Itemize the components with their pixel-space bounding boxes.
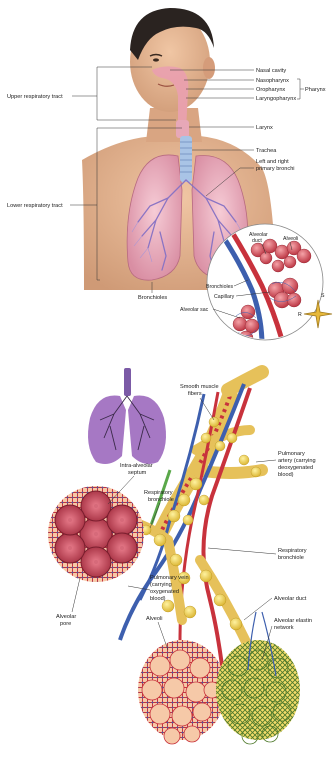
label-nasopharynx: Nasopharynx [256,78,289,84]
label-bronchioles-inset: Bronchioles [206,284,234,290]
label-alveolar-duct-2: duct [252,238,262,244]
label-pulm-vein-1: Pulmonary vein [150,575,189,581]
label-bronchi-1: Left and right [256,159,289,165]
label-alveolar-sac: Alveolar sac [180,307,209,313]
label-intra-2: septum [128,470,147,476]
label-lower-tract: Lower respiratory tract [7,203,63,209]
label-bronchioles: Bronchioles [138,295,167,301]
label-pulm-vein-4: blood) [150,596,166,602]
alveolar-cluster-red [138,640,226,744]
label-pharynx: Pharynx [305,87,326,93]
label-resp-bronchiole-r1: Respiratory [278,548,307,554]
label-nasal-cavity: Nasal cavity [256,68,286,74]
label-smooth-muscle-2: fibers [188,391,202,397]
label-pulm-artery-2: artery (carrying [278,458,316,464]
label-alveoli-inset: Alveoli [283,236,298,242]
label-smooth-muscle-1: Smooth muscle [180,384,219,390]
alveolar-cluster-green [216,612,300,744]
label-larynx: Larynx [256,125,273,131]
label-elastin-2: network [274,625,294,631]
label-resp-bronchiole-l1: Respiratory [144,490,173,496]
label-bronchi-2: primary bronchi [256,166,295,172]
label-alveolar-pore-1: Alveolar [56,614,76,620]
label-oropharynx: Oropharynx [256,87,285,93]
label-alveolar-pore-2: pore [60,621,71,627]
label-pulm-artery-4: blood) [278,472,294,478]
label-upper-tract: Upper respiratory tract [7,94,63,100]
label-intra-1: Intra-alveolar [120,463,153,469]
label-pulm-vein-3: oxygenated [150,589,179,595]
label-trachea: Trachea [256,148,277,154]
label-resp-bronchiole-l2: bronchiole [148,497,174,503]
label-laryngopharynx: Laryngopharynx [256,96,296,102]
neck [146,108,202,142]
label-elastin-1: Alveolar elastin [274,618,312,624]
label-pulm-artery-1: Pulmonary [278,451,305,457]
larynx [176,120,189,138]
label-pulm-vein-2: (carrying [150,582,172,588]
alveolar-septum-cluster [48,486,144,582]
label-resp-bronchiole-r2: bronchiole [278,555,304,561]
compass-s: S [321,293,325,299]
label-pulm-artery-3: deoxygenated [278,465,313,471]
label-alveoli: Alveoli [146,616,162,622]
ear [203,57,215,79]
trachea [180,136,192,182]
compass-r: R [298,312,302,318]
label-alveolar-duct: Alveolar duct [274,596,307,602]
label-capillary: Capillary [214,294,235,300]
small-lungs [88,368,166,464]
